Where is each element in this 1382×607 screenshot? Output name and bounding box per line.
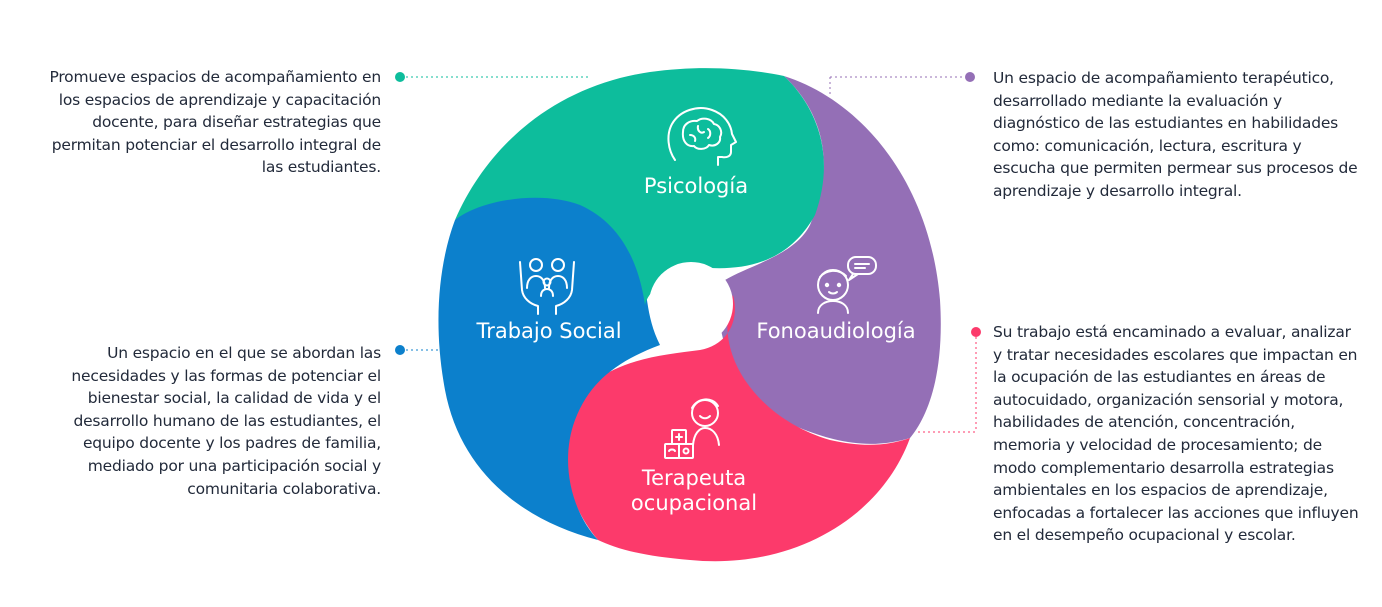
segment-label-trabajo-social: Trabajo Social <box>475 319 621 343</box>
segment-label-terapeuta-line1: Terapeuta <box>641 466 746 490</box>
description-psicologia: Promueve espacios de acompañamiento en l… <box>49 68 381 177</box>
description-terapeuta: Su trabajo está encaminado a evaluar, an… <box>993 323 1359 545</box>
speaking-child-icon <box>817 256 877 314</box>
description-trabajo-social: Un espacio en el que se abordan las nece… <box>71 344 381 498</box>
segment-terapeuta[interactable] <box>564 295 910 562</box>
segment-trabajo-social[interactable] <box>438 195 660 540</box>
segment-label-psicologia: Psicología <box>644 174 748 198</box>
connector-terapeuta <box>918 327 981 433</box>
center-hole <box>649 262 733 346</box>
family-in-hands-icon <box>519 258 575 315</box>
connector-trabajo-social <box>395 345 444 355</box>
segment-label-fonoaudiologia: Fonoaudiología <box>756 319 915 343</box>
segment-fonoaudiologia[interactable] <box>719 76 941 444</box>
segment-label-terapeuta-line2: ocupacional <box>631 491 757 515</box>
child-with-blocks-icon <box>664 398 720 459</box>
brain-head-icon <box>667 107 737 166</box>
segment-psicologia[interactable] <box>455 68 824 305</box>
description-fonoaudiologia: Un espacio de acompañamiento terapéutico… <box>993 69 1358 200</box>
connector-psicologia <box>395 72 588 82</box>
connector-fonoaudiologia <box>829 72 975 96</box>
